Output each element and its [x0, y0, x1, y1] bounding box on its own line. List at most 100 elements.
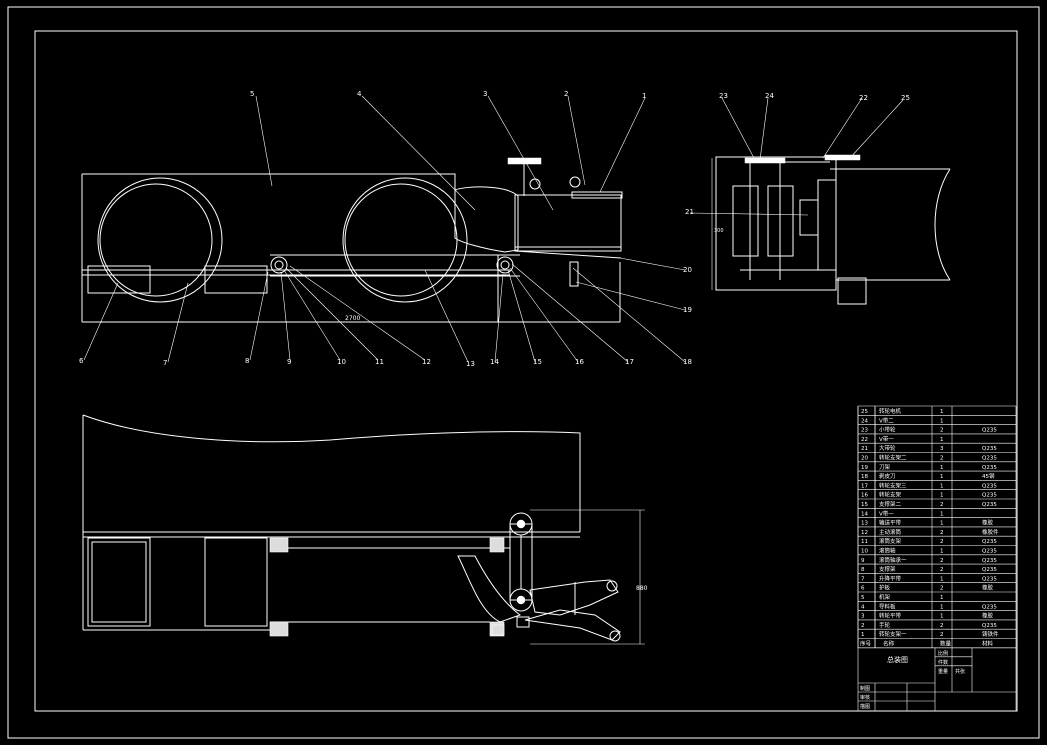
bom-name-18: 剥皮刀 — [879, 472, 896, 480]
bom-material-4: Q235 — [982, 604, 997, 610]
balloon-10: 10 — [337, 358, 346, 366]
title-block-approver: 描图 — [860, 703, 870, 710]
balloon-14: 14 — [490, 358, 499, 366]
bom-seq-10: 10 — [861, 549, 868, 555]
bom-seq-5: 5 — [861, 595, 865, 601]
bom-material-13: 橡胶 — [982, 519, 994, 527]
bom-name-6: 护板 — [879, 584, 891, 592]
bom-qty-10: 1 — [940, 549, 944, 555]
title-block-weight: 重量 — [938, 668, 948, 675]
bom-qty-4: 1 — [940, 604, 944, 610]
bom-qty-24: 1 — [940, 418, 944, 424]
plan-view: 880 — [82, 414, 648, 645]
bom-name-8: 支撑架 — [879, 565, 896, 573]
bom-seq-24: 24 — [861, 418, 868, 424]
bom-name-25: 转轮电机 — [879, 407, 902, 415]
balloon-25: 25 — [901, 94, 910, 102]
bom-seq-7: 7 — [861, 576, 865, 582]
bom-seq-9: 9 — [861, 558, 865, 564]
dim-height-side: 300 — [714, 228, 724, 234]
bom-name-11: 滚筒支架 — [879, 537, 902, 545]
bom-name-15: 支撑架二 — [879, 500, 902, 508]
bom-name-3: 转轮平带 — [879, 612, 902, 620]
bom-seq-20: 20 — [861, 456, 868, 462]
front-view: 2700 — [81, 157, 623, 323]
side-view: 300 — [711, 154, 951, 305]
title-block-checker: 审核 — [860, 694, 870, 701]
bom-material-7: Q235 — [982, 576, 997, 582]
bom-name-10: 滚筒轴 — [879, 547, 896, 555]
bom-seq-16: 16 — [861, 493, 868, 499]
bom-qty-17: 1 — [940, 483, 944, 489]
bom-name-4: 导料板 — [879, 602, 896, 610]
bom-seq-12: 12 — [861, 530, 868, 536]
bom-seq-25: 25 — [861, 409, 868, 415]
balloon-13: 13 — [466, 360, 475, 368]
balloon-20: 20 — [683, 266, 692, 274]
bom-qty-2: 2 — [940, 623, 944, 629]
bom-qty-9: 2 — [940, 558, 944, 564]
bom-material-10: Q235 — [982, 549, 997, 555]
title-block-designer: 制图 — [860, 685, 870, 692]
bom-seq-17: 17 — [861, 483, 868, 489]
balloon-4: 4 — [357, 90, 362, 98]
balloon-17: 17 — [625, 358, 634, 366]
bom-seq-22: 22 — [861, 437, 868, 443]
bom-qty-18: 1 — [940, 474, 944, 480]
bom-qty-20: 2 — [940, 456, 944, 462]
title-block-count: 件数 — [938, 659, 948, 666]
bom-name-12: 主动滚筒 — [879, 528, 902, 536]
bom-seq-4: 4 — [861, 604, 865, 610]
bom-seq-15: 15 — [861, 502, 868, 508]
bom-qty-19: 1 — [940, 465, 944, 471]
bom-seq-3: 3 — [861, 614, 865, 620]
bom-seq-23: 23 — [861, 428, 868, 434]
bom-name-19: 刀架 — [879, 464, 891, 471]
bom-seq-1: 1 — [861, 632, 865, 638]
bom-seq-8: 8 — [861, 567, 865, 573]
bom-material-19: Q235 — [982, 465, 997, 471]
bom-header-qty: 数量 — [940, 640, 952, 648]
bom-material-17: Q235 — [982, 483, 997, 489]
bom-qty-23: 2 — [940, 428, 944, 434]
balloon-16: 16 — [575, 358, 584, 366]
balloon-1: 1 — [642, 92, 646, 100]
balloon-22: 22 — [859, 94, 868, 102]
bom-material-15: Q235 — [982, 502, 997, 508]
balloon-19: 19 — [683, 306, 692, 314]
balloon-11: 11 — [375, 358, 384, 366]
balloon-9: 9 — [287, 358, 291, 366]
bom-qty-25: 1 — [940, 409, 944, 415]
bom-name-2: 手轮 — [879, 621, 891, 629]
bom-qty-15: 2 — [940, 502, 944, 508]
balloon-15: 15 — [533, 358, 542, 366]
bom-qty-12: 2 — [940, 530, 944, 536]
balloon-21: 21 — [685, 208, 694, 216]
bom-name-23: 小带轮 — [879, 426, 896, 434]
title-block-sheets: 共张 — [955, 668, 965, 675]
bom-qty-8: 2 — [940, 567, 944, 573]
title-block-title: 总装图 — [887, 655, 908, 664]
inner-frame — [34, 30, 1018, 712]
bom-material-1: 铸铁件 — [982, 630, 999, 638]
leaders-front — [83, 95, 686, 363]
bom-seq-18: 18 — [861, 474, 868, 480]
bom-name-5: 机架 — [879, 593, 891, 601]
bom-name-14: V带一 — [879, 510, 894, 517]
outer-frame — [7, 6, 1040, 739]
bom-qty-1: 2 — [940, 632, 944, 638]
bom-material-21: Q235 — [982, 446, 997, 452]
bom-material-16: Q235 — [982, 493, 997, 499]
leaders-side — [689, 97, 904, 216]
bom-name-7: 升降平带 — [879, 574, 902, 582]
bom-name-17: 转轮支架三 — [879, 481, 907, 489]
balloon-18: 18 — [683, 358, 692, 366]
bom-material-9: Q235 — [982, 558, 997, 564]
bom-name-24: V带二 — [879, 417, 894, 424]
bom-seq-14: 14 — [861, 511, 868, 517]
balloon-23: 23 — [719, 92, 728, 100]
balloon-7: 7 — [163, 359, 167, 367]
bom-name-20: 转轮支架二 — [879, 454, 907, 462]
balloon-5: 5 — [250, 90, 254, 98]
